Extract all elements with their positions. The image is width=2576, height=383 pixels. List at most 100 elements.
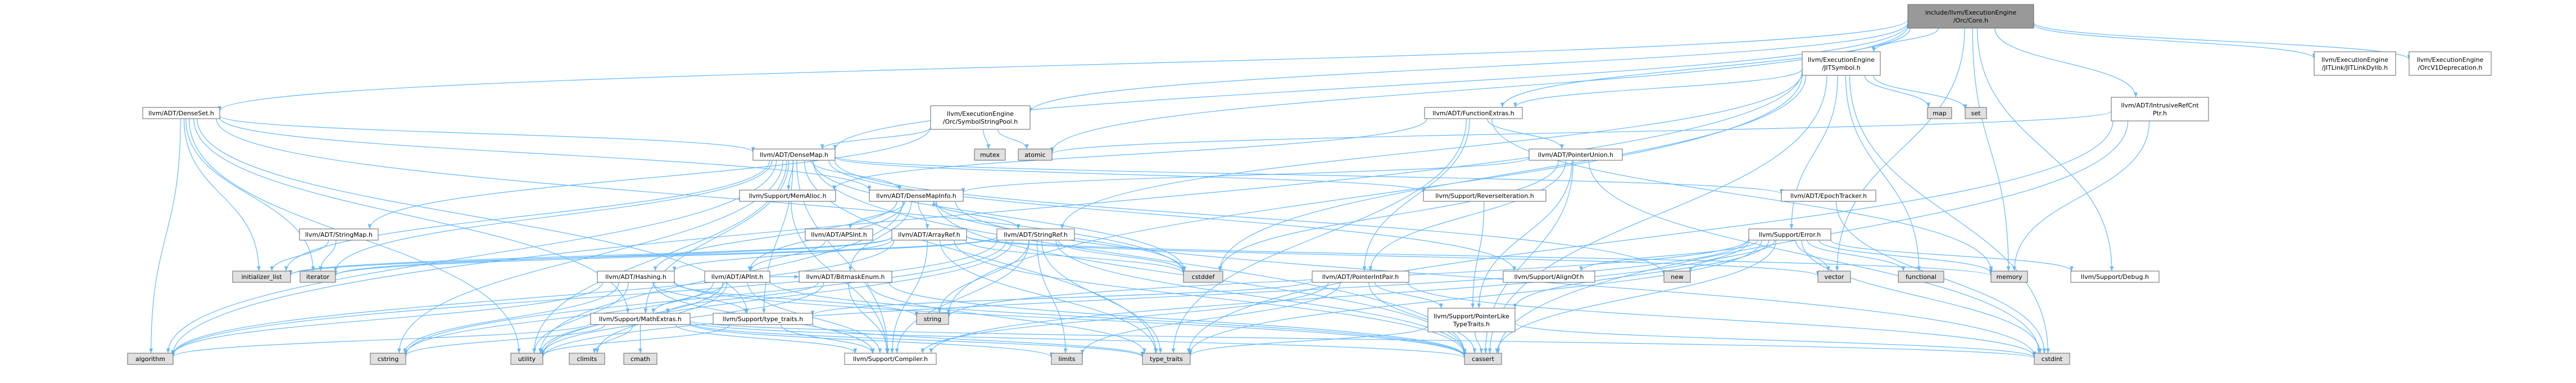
node-box-mathextras: [590, 313, 691, 325]
node-box-alignof: [1503, 271, 1595, 283]
node-box-orc_symbolstringpool: [930, 105, 1031, 130]
node-pointerunion[interactable]: llvm/ADT/PointerUnion.h: [1529, 148, 1623, 161]
node-memalloc[interactable]: llvm/Support/MemAlloc.h: [739, 190, 836, 202]
edge-densemap-to-initializer_list: [284, 160, 770, 272]
node-label: llvm/Support/MemAlloc.h: [749, 192, 826, 200]
edge-mathextras-to-cassert: [690, 321, 1467, 358]
node-cstring: cstring: [370, 353, 406, 365]
node-box-hashing: [597, 271, 675, 283]
node-label: include/llvm/ExecutionEngine: [1925, 9, 2017, 16]
edge-pointerunion-to-densemapinfo: [961, 157, 1530, 193]
node-box-typetraits_h: [713, 313, 813, 325]
node-box-orcv1dep: [2409, 51, 2492, 76]
node-bitmaskenum[interactable]: llvm/ADT/BitmaskEnum.h: [799, 271, 892, 283]
node-label: /JITLink/JITLinkDylib.h: [2322, 64, 2388, 71]
node-label: llvm/ADT/PointerUnion.h: [1538, 151, 1613, 159]
node-box-climits: [569, 353, 605, 365]
node-functionextras[interactable]: llvm/ADT/FunctionExtras.h: [1424, 107, 1523, 119]
edge-denseset-to-iterator: [185, 118, 315, 272]
node-utility: utility: [510, 353, 543, 365]
node-label: atomic: [1024, 151, 1046, 159]
node-box-denseset: [142, 107, 220, 119]
edge-arrayref-to-hashing: [672, 240, 892, 272]
edge-densemapinfo-to-bitmaskenum: [848, 201, 912, 272]
edge-densemapinfo-to-apsint: [848, 201, 906, 229]
node-box-jitlink_dylib: [2314, 51, 2396, 76]
edge-supporterror-to-cstdint: [1801, 240, 2042, 354]
node-cstdint: cstdint: [2034, 353, 2070, 365]
node-jitlink_dylib[interactable]: llvm/ExecutionEngine/JITLink/JITLinkDyli…: [2314, 51, 2396, 76]
node-box-cstddef: [1183, 271, 1223, 283]
node-supportdebug[interactable]: llvm/Support/Debug.h: [2070, 271, 2160, 283]
edge-root-to-vector: [1835, 28, 1965, 272]
edge-supporterror-to-new: [1688, 240, 1775, 272]
node-box-supporterror: [1748, 228, 1831, 241]
edge-reverseiteration-to-pointerliketypetraits: [1471, 201, 1485, 309]
node-climits: climits: [569, 353, 605, 365]
node-box-limits: [1051, 353, 1083, 365]
edge-functionextras-to-memalloc: [832, 118, 1427, 191]
node-jitsymbol[interactable]: llvm/ExecutionEngine/JITSymbol.h: [1802, 51, 1881, 76]
edge-jitsymbol-to-map: [1864, 75, 1930, 108]
node-stringref[interactable]: llvm/ADT/StringRef.h: [996, 228, 1075, 241]
node-label: Ptr.h: [2153, 110, 2167, 117]
node-label: string: [924, 316, 942, 323]
node-label: cstring: [378, 355, 399, 363]
node-alignof[interactable]: llvm/Support/AlignOf.h: [1503, 271, 1595, 283]
node-reverseiteration[interactable]: llvm/Support/ReverseIteration.h: [1423, 190, 1546, 202]
edge-mathextras-to-cstdint: [690, 320, 2036, 359]
node-mathextras[interactable]: llvm/Support/MathExtras.h: [590, 313, 691, 325]
node-apsint[interactable]: llvm/ADT/APSInt.h: [805, 228, 873, 241]
node-label: llvm/Support/Debug.h: [2081, 273, 2149, 281]
edge-stringref-to-iterator: [333, 236, 997, 276]
node-box-cassert: [1464, 353, 1502, 365]
edge-root-to-supportdebug: [1977, 28, 2114, 272]
edge-stringref-to-compiler: [895, 240, 1030, 354]
node-hashing[interactable]: llvm/ADT/Hashing.h: [597, 271, 675, 283]
node-label: mutex: [980, 151, 1000, 159]
node-typetraits_h[interactable]: llvm/Support/type_traits.h: [713, 313, 813, 325]
edge-mathextras-to-compiler: [675, 324, 858, 354]
node-epochtracker[interactable]: llvm/ADT/EpochTracker.h: [1781, 190, 1876, 202]
node-label: llvm/ADT/APInt.h: [711, 273, 764, 281]
node-orc_symbolstringpool[interactable]: llvm/ExecutionEngine/Orc/SymbolStringPoo…: [930, 105, 1031, 130]
edge-stringref-to-cstddef: [1058, 240, 1186, 272]
edge-densemap-to-mathextras: [643, 160, 790, 314]
edge-arrayref-to-type_traits: [939, 240, 1158, 354]
edge-densemap-to-typetraits_h: [762, 160, 793, 314]
node-box-iterator: [300, 271, 336, 283]
edge-supporterror-to-cassert: [1495, 240, 1776, 354]
edge-hashing-to-cstring: [403, 282, 619, 354]
node-denseset[interactable]: llvm/ADT/DenseSet.h: [142, 107, 220, 119]
node-label: TypeTraits.h: [1453, 321, 1490, 328]
node-compiler[interactable]: llvm/Support/Compiler.h: [844, 353, 937, 365]
edge-jitsymbol-to-algorithm: [171, 70, 1803, 355]
edge-root-to-densemap: [833, 24, 1908, 150]
node-densemap[interactable]: llvm/ADT/DenseMap.h: [752, 148, 836, 161]
node-root[interactable]: include/llvm/ExecutionEngine/Orc/Core.h: [1907, 4, 2034, 29]
node-densemapinfo[interactable]: llvm/ADT/DenseMapInfo.h: [869, 190, 964, 202]
node-apint[interactable]: llvm/ADT/APInt.h: [704, 271, 770, 283]
edge-bitmaskenum-to-type_traits: [867, 282, 1146, 354]
node-pointerintpair[interactable]: llvm/ADT/PointerIntPair.h: [1312, 271, 1409, 283]
node-label: llvm/ADT/ArrayRef.h: [898, 231, 960, 238]
edge-arrayref-to-compiler: [890, 240, 928, 354]
edge-root-to-memory: [1972, 28, 2011, 272]
edge-jitsymbol-to-cstddef: [1218, 75, 1807, 272]
node-label: utility: [518, 355, 536, 363]
node-label: llvm/Support/PointerLike: [1434, 313, 1509, 320]
edge-denseset-to-algorithm: [149, 118, 181, 354]
node-orcv1dep[interactable]: llvm/ExecutionEngine/OrcV1Deprecation.h: [2409, 51, 2492, 76]
node-label: cmath: [631, 355, 650, 363]
edges-layer: [149, 19, 2411, 359]
node-box-type_traits: [1142, 353, 1191, 365]
edge-apint-to-cstring: [403, 282, 714, 355]
node-arrayref[interactable]: llvm/ADT/ArrayRef.h: [891, 228, 967, 241]
node-stringmap[interactable]: llvm/ADT/StringMap.h: [299, 228, 379, 241]
edge-intrusiverefcnt-to-type_traits: [1187, 120, 2114, 354]
node-supporterror[interactable]: llvm/Support/Error.h: [1748, 228, 1831, 241]
node-label: llvm/ExecutionEngine: [2321, 56, 2388, 64]
node-box-cstring: [370, 353, 406, 365]
